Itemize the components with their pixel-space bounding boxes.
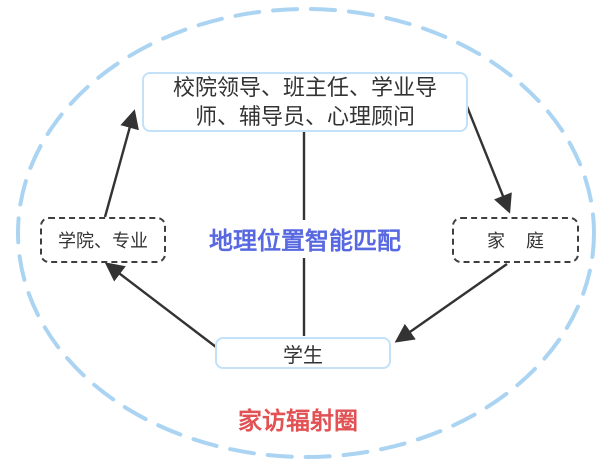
node-student-label: 学生 [283,344,323,367]
arrow-staff-to-family [464,103,512,214]
node-student-box: 学生 [215,337,391,369]
node-family-label: 家 庭 [486,231,552,251]
node-staff-box: 校院领导、班主任、学业导师、辅导员、心理顾问 [142,72,468,132]
arrow-college-to-staff [103,109,139,218]
home-visit-radius-label: 家访辐射圈 [238,408,358,435]
radius-ellipse [16,7,596,459]
arrow-student-to-college [104,262,217,348]
node-family-box: 家 庭 [452,217,579,263]
arrow-family-to-student [394,263,508,343]
node-college-label: 学院、专业 [58,231,148,251]
node-staff-label: 校院领导、班主任、学业导师、辅导员、心理顾问 [172,75,437,129]
geo-match-label: 地理位置智能匹配 [199,220,411,258]
node-college-box: 学院、专业 [40,217,166,263]
